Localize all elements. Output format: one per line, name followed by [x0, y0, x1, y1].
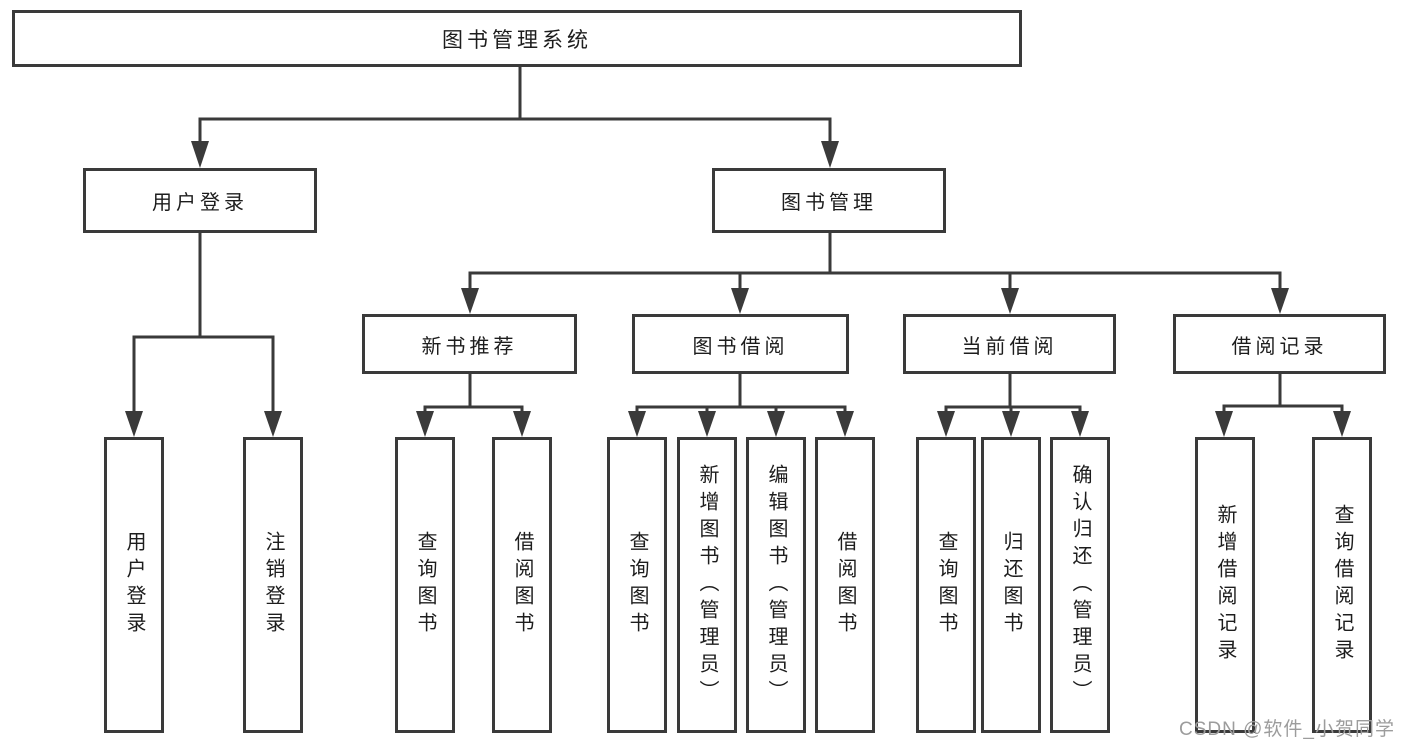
watermark: CSDN @软件_小贺同学: [1179, 719, 1395, 740]
leaf-add-borrow-record-label: 新增借阅记录: [1214, 504, 1236, 666]
leaf-logout-label: 注销登录: [262, 531, 284, 639]
leaf-add-book-admin: 新增图书（管理员）: [677, 437, 737, 733]
leaf-recommend-borrow-book-label: 借阅图书: [511, 531, 533, 639]
leaf-borrow-query-book-label: 查询图书: [626, 531, 648, 639]
leaf-recommend-query-book-label: 查询图书: [414, 531, 436, 639]
leaf-edit-book-admin: 编辑图书（管理员）: [746, 437, 806, 733]
leaf-borrow-query-book: 查询图书: [607, 437, 667, 733]
leaf-add-book-admin-label: 新增图书（管理员）: [696, 463, 718, 707]
leaf-current-query-book-label: 查询图书: [935, 531, 957, 639]
leaf-return-book: 归还图书: [981, 437, 1041, 733]
leaf-edit-book-admin-label: 编辑图书（管理员）: [765, 463, 787, 707]
node-new-book-recommend: 新书推荐: [362, 314, 577, 374]
leaf-logout: 注销登录: [243, 437, 303, 733]
node-user-login-label: 用户登录: [152, 192, 248, 214]
node-new-book-recommend-label: 新书推荐: [421, 335, 518, 358]
leaf-borrow-book-label: 借阅图书: [834, 531, 856, 639]
leaf-current-query-book: 查询图书: [916, 437, 976, 733]
leaf-user-login: 用户登录: [104, 437, 164, 733]
node-current-borrow-label: 当前借阅: [961, 335, 1058, 358]
node-user-login: 用户登录: [83, 168, 317, 233]
leaf-confirm-return-admin: 确认归还（管理员）: [1050, 437, 1110, 733]
leaf-return-book-label: 归还图书: [1000, 531, 1022, 639]
leaf-recommend-query-book: 查询图书: [395, 437, 455, 733]
leaf-recommend-borrow-book: 借阅图书: [492, 437, 552, 733]
node-book-borrow-label: 图书借阅: [692, 335, 789, 358]
node-borrow-records-label: 借阅记录: [1231, 335, 1328, 358]
node-borrow-records: 借阅记录: [1173, 314, 1386, 374]
node-book-management-label: 图书管理: [781, 192, 877, 214]
node-book-borrow: 图书借阅: [632, 314, 849, 374]
leaf-confirm-return-admin-label: 确认归还（管理员）: [1069, 463, 1091, 707]
node-root: 图书管理系统: [12, 10, 1022, 67]
node-current-borrow: 当前借阅: [903, 314, 1116, 374]
leaf-add-borrow-record: 新增借阅记录: [1195, 437, 1255, 733]
leaf-query-borrow-record: 查询借阅记录: [1312, 437, 1372, 733]
node-book-management: 图书管理: [712, 168, 946, 233]
leaf-user-login-label: 用户登录: [123, 531, 145, 639]
node-root-label: 图书管理系统: [442, 28, 592, 52]
leaf-borrow-book: 借阅图书: [815, 437, 875, 733]
leaf-query-borrow-record-label: 查询借阅记录: [1331, 504, 1353, 666]
